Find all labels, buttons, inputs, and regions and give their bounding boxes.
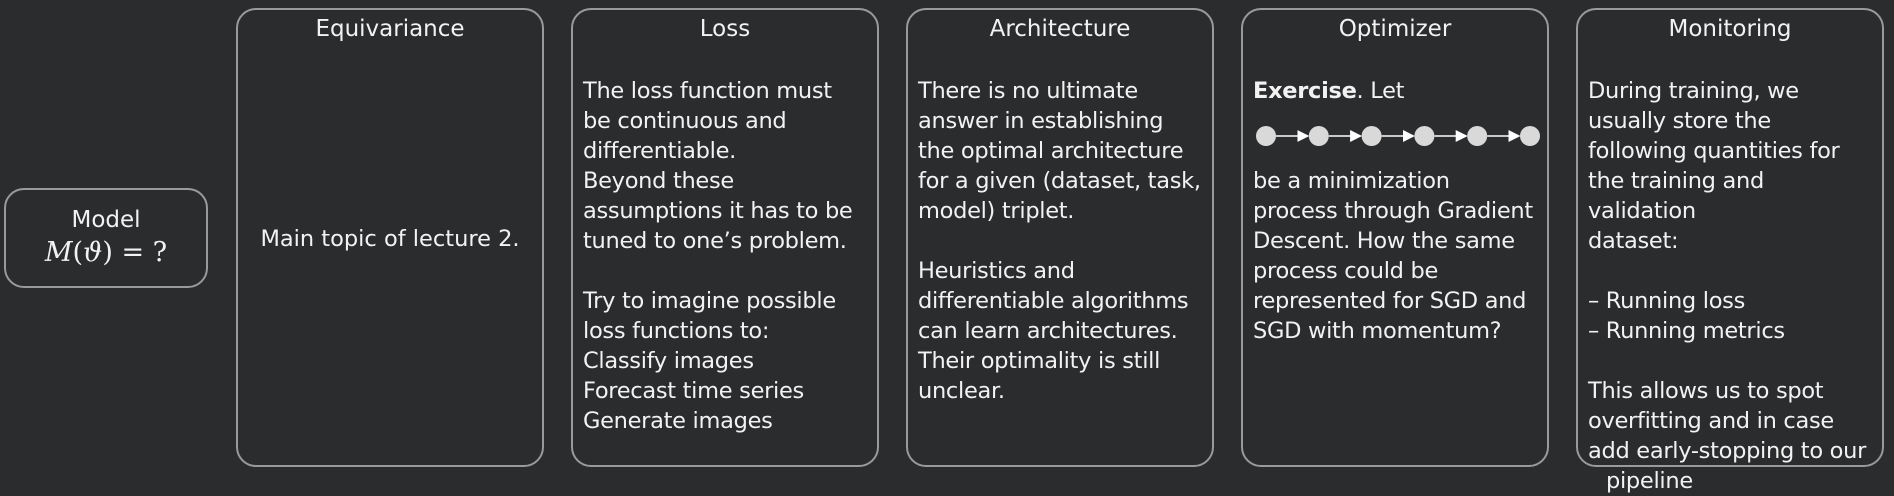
optimizer-line: SGD with momentum?: [1253, 318, 1502, 344]
chain-diagram: [1256, 126, 1540, 146]
gradient-descent-chain: [1253, 106, 1540, 166]
chain-node: [1308, 126, 1329, 146]
architecture-line: Heuristics and: [918, 258, 1075, 284]
exercise-rest: . Let: [1356, 78, 1405, 104]
loss-line: differentiable.: [583, 138, 736, 164]
loss-line: Try to imagine possible: [583, 288, 836, 314]
architecture-line: Their optimality is still: [918, 348, 1161, 374]
architecture-line: There is no ultimate: [918, 78, 1138, 104]
optimizer-box: Optimizer Exercise. Let be a minimizatio…: [1241, 8, 1549, 467]
loss-title: Loss: [699, 16, 751, 42]
loss-line: Forecast time series: [583, 378, 804, 404]
architecture-line: unclear.: [918, 378, 1005, 404]
monitoring-line: add early-stopping to our: [1588, 438, 1867, 464]
model-label: Model: [71, 207, 141, 233]
optimizer-line: be a minimization: [1253, 168, 1450, 194]
loss-line: assumptions it has to be: [583, 198, 853, 224]
monitoring-line: usually store the: [1588, 108, 1771, 134]
optimizer-body: Exercise. Let be a minimization process …: [1253, 76, 1540, 346]
architecture-box: Architecture There is no ultimate answer…: [906, 8, 1214, 467]
loss-line: Generate images: [583, 408, 773, 434]
loss-line: Classify images: [583, 348, 754, 374]
equivariance-box: Equivariance Main topic of lecture 2.: [236, 8, 544, 467]
model-formula-arg: ϑ: [83, 237, 103, 268]
optimizer-line: represented for SGD and: [1253, 288, 1527, 314]
monitoring-bullet: – Running metrics: [1588, 318, 1785, 344]
architecture-line: answer in establishing: [918, 108, 1164, 134]
monitoring-line: During training, we: [1588, 78, 1799, 104]
monitoring-line: pipeline: [1606, 468, 1693, 494]
loss-line: tuned to one’s problem.: [583, 228, 847, 254]
optimizer-line: process through Gradient: [1253, 198, 1533, 224]
chain-node: [1361, 126, 1382, 146]
chain-node: [1414, 126, 1435, 146]
monitoring-title: Monitoring: [1668, 16, 1792, 42]
model-formula-rest: ) = ?: [102, 237, 168, 268]
monitoring-line: This allows us to spot: [1588, 378, 1824, 404]
optimizer-line: process could be: [1253, 258, 1439, 284]
equivariance-body: Main topic of lecture 2.: [260, 226, 520, 252]
optimizer-line: Descent. How the same: [1253, 228, 1515, 254]
model-formula-fn: M: [44, 237, 73, 268]
architecture-line: differentiable algorithms: [918, 288, 1189, 314]
loss-body: The loss function must be continuous and…: [583, 76, 869, 436]
monitoring-line: dataset:: [1588, 228, 1679, 254]
chain-node: [1467, 126, 1488, 146]
architecture-line: for a given (dataset, task,: [918, 168, 1201, 194]
optimizer-title: Optimizer: [1338, 16, 1452, 42]
monitoring-line: the training and validation: [1588, 168, 1764, 224]
equivariance-title: Equivariance: [315, 16, 465, 42]
loss-line: Beyond these: [583, 168, 734, 194]
model-box: Model M(ϑ) = ?: [4, 188, 208, 288]
architecture-line: the optimal architecture: [918, 138, 1184, 164]
architecture-line: model) triplet.: [918, 198, 1075, 224]
architecture-title: Architecture: [989, 16, 1131, 42]
model-formula-open: (: [72, 237, 84, 268]
loss-box: Loss The loss function must be continuou…: [571, 8, 879, 467]
chain-node: [1520, 126, 1540, 146]
monitoring-box: Monitoring During training, we usually s…: [1576, 8, 1884, 494]
monitoring-line: following quantities for: [1588, 138, 1840, 164]
loss-line: The loss function must: [583, 78, 832, 104]
architecture-line: can learn architectures.: [918, 318, 1178, 344]
loss-line: loss functions to:: [583, 318, 770, 344]
monitoring-bullet: – Running loss: [1588, 288, 1746, 314]
monitoring-line: overfitting and in case: [1588, 408, 1834, 434]
exercise-label: Exercise: [1253, 78, 1357, 104]
architecture-body: There is no ultimate answer in establish…: [918, 76, 1204, 406]
monitoring-body: During training, we usually store the fo…: [1588, 76, 1874, 496]
optimizer-exercise: Exercise. Let: [1253, 76, 1539, 106]
model-formula: M(ϑ) = ?: [45, 236, 167, 270]
loss-line: be continuous and: [583, 108, 787, 134]
chain-node: [1256, 126, 1276, 146]
